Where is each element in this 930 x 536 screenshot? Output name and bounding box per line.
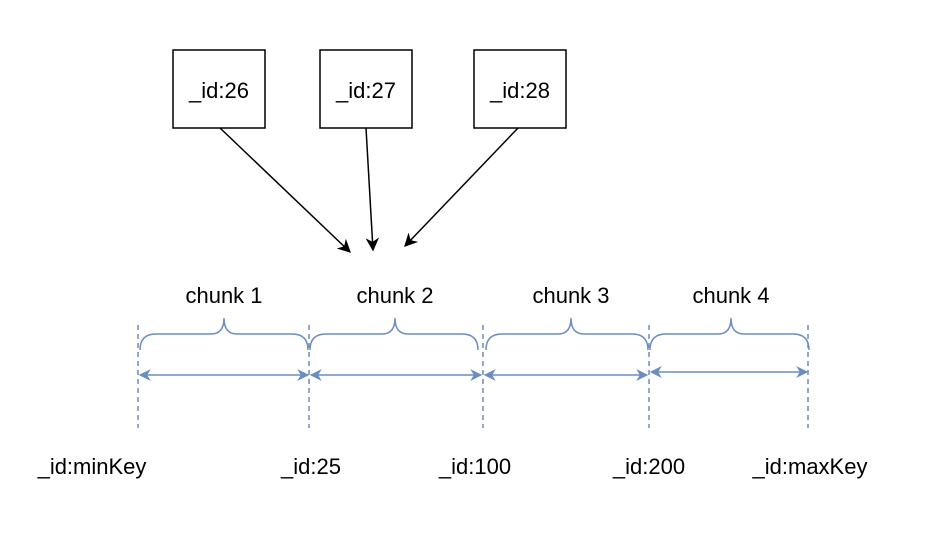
chunk-label-2: chunk 2: [356, 283, 433, 308]
boundary-label-100: _id:100: [438, 454, 511, 479]
document-box-28: _id:28: [473, 49, 567, 129]
insert-arrow-28: [404, 127, 519, 247]
boundary-label-200: _id:200: [612, 454, 685, 479]
insert-arrow-27: [365, 127, 380, 252]
boundary-label-minkey: _id:minKey: [37, 454, 147, 479]
chunk-label-3: chunk 3: [532, 283, 609, 308]
boundary-label-25: _id:25: [280, 454, 341, 479]
document-label: _id:28: [489, 78, 550, 103]
chunk-brace-3: [485, 317, 649, 351]
chunk-label-1: chunk 1: [185, 283, 262, 308]
document-box-27: _id:27: [319, 49, 413, 129]
insert-arrow-26: [219, 127, 351, 253]
document-box-26: _id:26: [172, 49, 266, 129]
chunk-label-4: chunk 4: [692, 283, 769, 308]
chunk-brace-2: [309, 317, 479, 351]
chunk-brace-4: [649, 317, 810, 351]
chunk-brace-1: [139, 317, 309, 351]
boundary-label-maxkey: _id:maxKey: [752, 454, 868, 479]
document-label: _id:27: [335, 78, 396, 103]
document-label: _id:26: [188, 78, 249, 103]
